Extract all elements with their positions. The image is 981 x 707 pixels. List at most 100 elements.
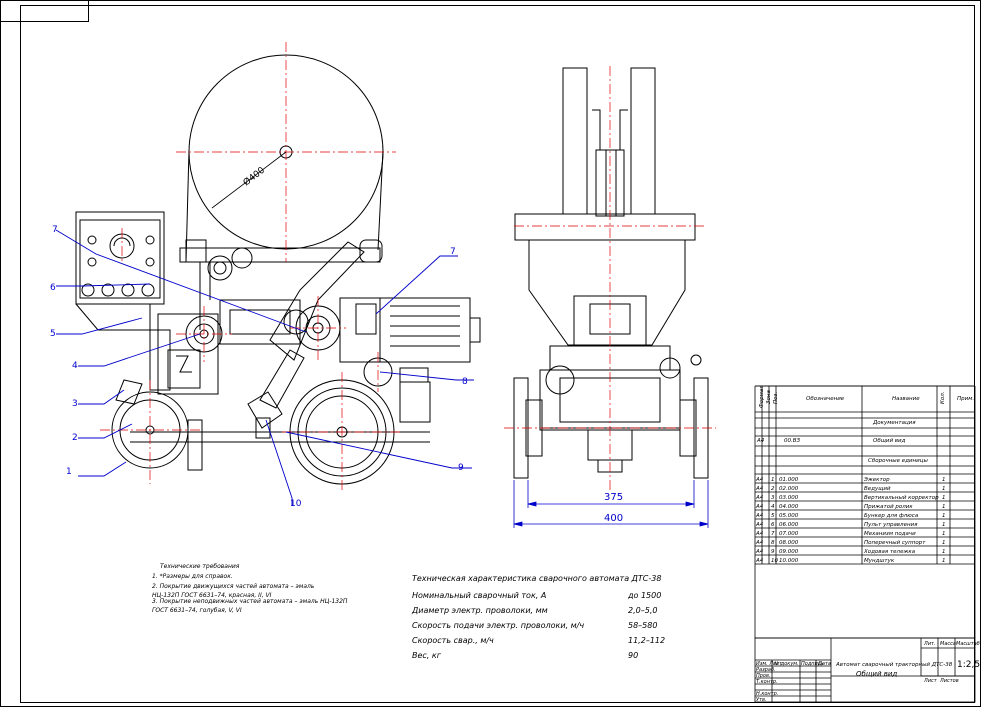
spec-item-name: Ходовая тележка: [863, 549, 916, 555]
tech-req-title: Технические требования: [160, 563, 240, 570]
spec-item-name: Бункер для флюса: [864, 513, 919, 519]
callout-4: 4: [72, 361, 78, 371]
char-name: Скорость подачи электр. проволоки, м/ч: [412, 621, 584, 630]
callout-7a: 7: [52, 225, 58, 235]
dim-375-label: 375: [604, 492, 623, 503]
callout-8: 8: [462, 377, 468, 387]
spec-item-designation: 06.000: [779, 522, 799, 528]
spec-h-qty: Кол.: [940, 391, 946, 404]
tb-role: Утв.: [756, 697, 767, 703]
spec-h-zone: Зона: [766, 390, 772, 404]
callout-7b: 7: [450, 247, 456, 257]
title-block: Изм. Лист № докум. Подпись Дата Разраб. …: [754, 637, 980, 703]
tech-req-line: 3. Покрытие неподвижных частей автомата …: [152, 598, 348, 605]
tb-role: Т.контр.: [756, 679, 778, 685]
tb-title-line2: Общий вид: [856, 670, 897, 678]
char-value: 58–580: [628, 621, 657, 630]
callout-6: 6: [50, 283, 56, 293]
tb-col: № докум.: [773, 661, 799, 667]
spec-item-format: А4: [755, 522, 764, 528]
tech-req-line: 2. Покрытие движущихся частей автомата –…: [152, 583, 315, 590]
tb-role: Разраб.: [756, 667, 776, 673]
callout-5: 5: [50, 329, 56, 339]
spec-item-format: А4: [755, 549, 764, 555]
side-view: [513, 67, 709, 479]
spec-item-name: Механизм подачи: [864, 531, 916, 537]
spec-doc-designation: 00.ВЗ: [784, 438, 801, 444]
dimensions: [513, 480, 709, 528]
side-centerlines: [504, 66, 716, 490]
spec-item-name: Поперечный суппорт: [864, 540, 926, 546]
tb-col: Подпись: [801, 661, 824, 667]
spec-item-qty: 1: [942, 531, 946, 537]
tb-title-line1: Автомат сварочный тракторный ДТС-38: [835, 662, 953, 668]
spec-table: Обозначение Название Прим. Формат Зона П…: [754, 385, 976, 639]
spec-section-docs: Документация: [872, 420, 916, 426]
spec-section-units: Сборочные единицы: [868, 458, 928, 464]
spec-item-pos: 7: [771, 531, 775, 537]
spec-item-qty: 1: [942, 558, 946, 564]
tb-role: Изм. Лист: [756, 661, 783, 667]
spec-item-format: А4: [755, 477, 764, 483]
spec-item-format: А4: [755, 513, 764, 519]
spec-doc-format: А4: [756, 438, 765, 444]
front-centerlines: [100, 42, 402, 492]
spec-item-designation: 10.000: [779, 558, 799, 564]
spec-item-format: А4: [755, 495, 764, 501]
tb-sheet-label: Лист: [923, 678, 938, 684]
spec-h-name: Название: [892, 396, 920, 402]
spec-item-designation: 08.000: [779, 540, 799, 546]
spec-item-designation: 02.000: [779, 486, 799, 492]
spec-item-pos: 8: [771, 540, 775, 546]
char-value: до 1500: [627, 591, 661, 600]
spec-h-note: Прим.: [957, 396, 974, 402]
spec-h-format: Формат: [759, 385, 765, 408]
tb-role: Н.контр.: [756, 691, 778, 697]
housing: [75, 303, 171, 391]
control-panel: [75, 211, 165, 305]
tb-role: Пров.: [756, 673, 771, 679]
spec-doc-name: Общий вид: [873, 438, 906, 444]
spec-item-qty: 1: [942, 477, 946, 483]
callout-3: 3: [72, 399, 78, 409]
spec-item-name: Мундштук: [864, 558, 895, 564]
spec-item-designation: 09.000: [779, 549, 799, 555]
flux-hopper: [514, 213, 696, 241]
tb-mass-label: Масса: [940, 641, 956, 647]
spec-item-name: Прижатой ролик: [864, 504, 913, 510]
leaders: [55, 229, 474, 506]
tb-scale: 1:2,5: [957, 660, 980, 670]
spec-item-qty: 1: [942, 540, 946, 546]
callout-2: 2: [72, 433, 78, 443]
spec-item-designation: 05.000: [779, 513, 799, 519]
callout-labels: 1 2 3 4 5 6 7 7 8 9 10: [50, 225, 468, 509]
spec-item-qty: 1: [942, 549, 946, 555]
spec-item-pos: 9: [771, 549, 775, 555]
spec-item-pos: 1: [771, 477, 775, 483]
diameter-dimension: Ø400: [211, 151, 287, 209]
tb-col: Дата: [817, 661, 831, 667]
spec-item-pos: 6: [771, 522, 775, 528]
dim-400-label: 400: [604, 513, 623, 524]
spec-item-name: Пульт управления: [864, 522, 918, 528]
spec-h-pos: Поз.: [773, 392, 779, 404]
spec-item-pos: 10: [771, 558, 778, 564]
spec-item-qty: 1: [942, 495, 946, 501]
tb-sheets-label: Листов: [939, 678, 959, 684]
spec-item-format: А4: [755, 504, 764, 510]
spec-item-qty: 1: [942, 504, 946, 510]
char-name: Номинальный сварочный ток, А: [412, 591, 546, 600]
spec-item-qty: 1: [942, 513, 946, 519]
feed-motor: [339, 297, 471, 363]
callout-10: 10: [290, 499, 302, 509]
tech-requirements: Технические требования 1. *Размеры для с…: [152, 563, 348, 614]
char-name: Диаметр электр. проволоки, мм: [411, 606, 548, 615]
characteristics: Техническая характеристика сварочного ав…: [411, 574, 665, 660]
spec-item-pos: 3: [771, 495, 775, 501]
spec-item-pos: 2: [771, 486, 775, 492]
spec-item-format: А4: [755, 531, 764, 537]
spec-item-name: Эжектор: [863, 477, 890, 483]
spec-item-format: А4: [755, 558, 764, 564]
